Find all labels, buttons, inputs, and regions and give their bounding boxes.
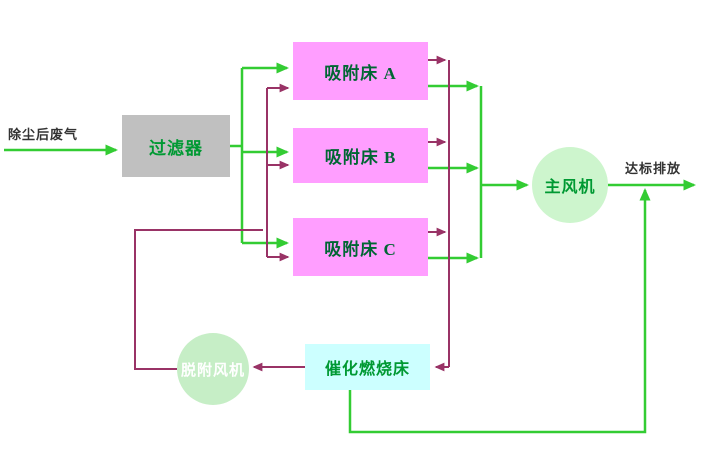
filter-node: 过滤器 <box>122 115 230 177</box>
desorption-fan-node: 脱附风机 <box>177 333 249 405</box>
catalytic-combustion-bed-node: 催化燃烧床 <box>305 344 430 390</box>
adsorption-bed-b-node: 吸附床 B <box>293 128 428 183</box>
outlet-emission-label: 达标排放 <box>625 161 682 176</box>
main-fan-node: 主风机 <box>532 147 608 223</box>
adsorption-bed-a-node: 吸附床 A <box>293 42 428 100</box>
line-desorption-fan-feed <box>134 229 263 370</box>
adsorption-bed-c-node: 吸附床 C <box>293 218 428 276</box>
inlet-gas-label: 除尘后废气 <box>8 127 79 142</box>
arrow-catalytic-to-outlet <box>348 187 651 434</box>
